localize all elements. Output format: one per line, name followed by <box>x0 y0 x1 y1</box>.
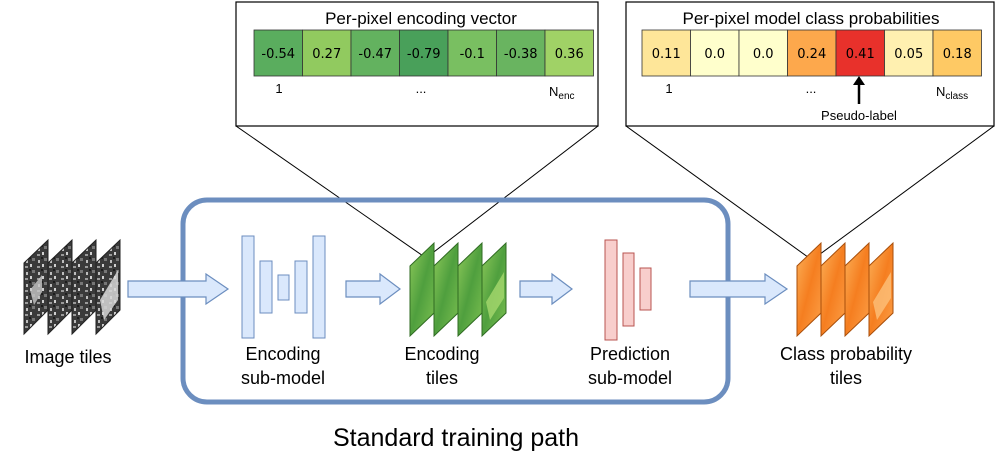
class-probability-cell <box>738 29 788 77</box>
arrow-up-icon <box>853 76 865 104</box>
encoding-vector-cell-value: -0.79 <box>407 47 441 62</box>
encoding-vector-cell-value: 0.27 <box>312 47 341 62</box>
encoding-vector-cell-value: -0.38 <box>504 47 538 62</box>
encoding-vector-cell <box>447 29 497 77</box>
class-index-ellipsis: ... <box>806 81 817 96</box>
encoding-index-last: Nenc <box>549 84 575 102</box>
class-probability-cell-value: 0.0 <box>753 47 774 62</box>
class-probability-cell-value: 0.05 <box>894 47 923 62</box>
training-path-caption: Standard training path <box>333 424 579 452</box>
encoding-vector-title: Per-pixel encoding vector <box>325 9 517 28</box>
class-probability-cell <box>932 29 982 77</box>
class-probability-cell-value: 0.0 <box>704 47 725 62</box>
class-probability-cell-value: 0.24 <box>797 47 826 62</box>
encoding-vector-cell <box>544 29 594 77</box>
class-index-last: Nclass <box>936 84 968 102</box>
encoding-submodel-label-2: sub-model <box>241 368 325 388</box>
zoom-line <box>425 125 599 259</box>
training-path-box <box>180 197 731 405</box>
encoding-vector-cell <box>350 29 400 77</box>
encoding-vector-cell <box>253 29 303 77</box>
encoding-vector-cell-value: -0.1 <box>460 47 485 62</box>
encoding-index-ellipsis: ... <box>416 81 427 96</box>
zoom-line <box>235 125 427 259</box>
class-probability-cell <box>787 29 837 77</box>
prediction-submodel-label-2: sub-model <box>588 368 672 388</box>
encoding-tiles-label-2: tiles <box>426 368 458 388</box>
class-probability-cell-value: 0.18 <box>943 47 972 62</box>
class-probability-cells: 0.11 0.0 0.0 0.24 0.41 0.05 0.18 <box>641 29 982 77</box>
block-arrow-right-icon <box>689 272 789 306</box>
encoding-tiles-label-1: Encoding <box>404 344 479 364</box>
prediction-submodel-label-1: Prediction <box>590 344 670 364</box>
class-probability-cell-value: 0.41 <box>846 47 875 62</box>
encoding-tiles-stack <box>409 241 507 338</box>
encoding-submodel-icon <box>241 235 326 339</box>
class-probability-title: Per-pixel model class probabilities <box>682 9 939 28</box>
block-arrow-right-icon <box>127 272 230 306</box>
class-probability-tiles-stack <box>796 241 894 338</box>
encoding-submodel-label-1: Encoding <box>245 344 320 364</box>
encoding-vector-cell <box>399 29 449 77</box>
image-tiles-stack <box>23 238 121 336</box>
class-probability-cell <box>641 29 691 77</box>
encoding-vector-cell-value: -0.47 <box>358 47 392 62</box>
encoding-index-first: 1 <box>275 81 282 96</box>
class-tiles-label-2: tiles <box>830 368 862 388</box>
class-probability-cell-value: 0.11 <box>652 47 681 62</box>
encoding-vector-cell-value: -0.54 <box>261 47 295 62</box>
encoding-vector-cell-value: 0.36 <box>555 47 584 62</box>
encoding-vector-cell <box>496 29 546 77</box>
prediction-submodel-icon <box>604 239 652 341</box>
class-tiles-label-1: Class probability <box>780 344 912 364</box>
encoding-vector-cells: -0.54 0.27 -0.47 -0.79 -0.1 -0.38 0.36 <box>253 29 594 77</box>
image-tiles-label: Image tiles <box>24 347 111 367</box>
zoom-line <box>625 125 813 261</box>
block-arrow-right-icon <box>345 272 401 306</box>
class-probability-cell <box>835 29 885 77</box>
zoom-line <box>811 125 995 261</box>
class-index-first: 1 <box>665 81 672 96</box>
block-arrow-right-icon <box>519 272 573 306</box>
pseudo-label-text: Pseudo-label <box>821 108 897 123</box>
